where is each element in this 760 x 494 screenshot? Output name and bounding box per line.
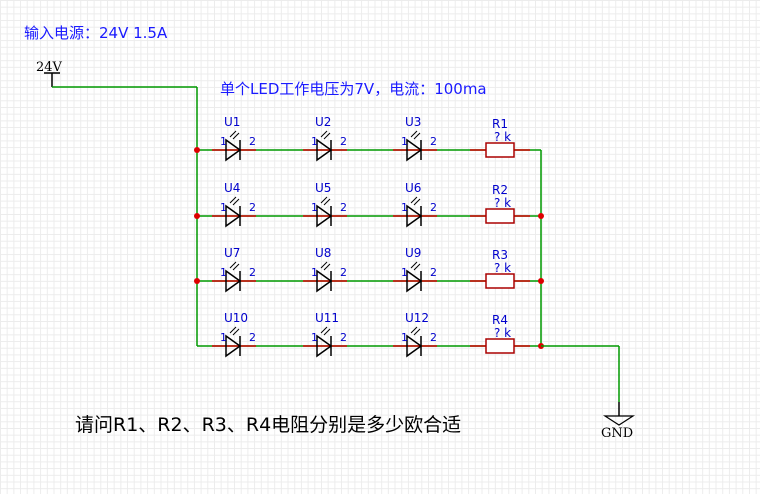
pin-label: 2 (340, 266, 347, 279)
led-icon (406, 204, 423, 228)
ground-icon (602, 415, 636, 426)
led-icon (316, 204, 333, 228)
led-icon (316, 138, 333, 162)
led-designator: U2 (315, 115, 331, 129)
pin-label: 1 (220, 135, 227, 148)
pin-label: 1 (220, 201, 227, 214)
resistor-value: ? k (494, 196, 511, 210)
light-arrow-icon (413, 198, 421, 206)
light-arrow-icon (413, 328, 421, 336)
light-arrow-icon (232, 198, 240, 206)
led-designator: U8 (315, 246, 331, 260)
ground-label: GND (601, 426, 633, 441)
light-arrow-icon (232, 328, 240, 336)
led-icon (225, 269, 242, 293)
light-arrow-icon (410, 261, 418, 269)
resistor-value: ? k (494, 130, 511, 144)
resistor-designator: R2 (492, 183, 508, 197)
led-icon (406, 138, 423, 162)
led-icon (316, 269, 333, 293)
light-arrow-icon (229, 326, 237, 334)
resistor-icon (485, 142, 515, 158)
light-arrow-icon (229, 130, 237, 138)
led-icon (225, 138, 242, 162)
resistor-value: ? k (494, 261, 511, 275)
pin-label: 2 (340, 331, 347, 344)
pin-label: 2 (430, 201, 437, 214)
pin-label: 1 (401, 201, 408, 214)
led-designator: U9 (405, 246, 421, 260)
pin-label: 1 (220, 331, 227, 344)
pin-label: 1 (311, 331, 318, 344)
light-arrow-icon (323, 132, 331, 140)
light-arrow-icon (413, 263, 421, 271)
pin-label: 2 (249, 266, 256, 279)
light-arrow-icon (229, 261, 237, 269)
led-designator: U5 (315, 181, 331, 195)
resistor-designator: R4 (492, 313, 508, 327)
led-designator: U12 (405, 311, 429, 325)
led-designator: U11 (315, 311, 339, 325)
light-arrow-icon (320, 130, 328, 138)
light-arrow-icon (323, 263, 331, 271)
resistor-icon (485, 338, 515, 354)
pin-label: 1 (401, 266, 408, 279)
pin-label: 2 (430, 331, 437, 344)
light-arrow-icon (410, 196, 418, 204)
pin-label: 1 (401, 135, 408, 148)
led-designator: U10 (224, 311, 248, 325)
light-arrow-icon (323, 328, 331, 336)
led-designator: U6 (405, 181, 421, 195)
junction-dot (194, 147, 200, 153)
light-arrow-icon (229, 196, 237, 204)
resistor-icon (485, 208, 515, 224)
light-arrow-icon (410, 130, 418, 138)
resistor-designator: R3 (492, 248, 508, 262)
resistor-icon (485, 273, 515, 289)
question-text: 请问R1、R2、R3、R4电阻分别是多少欧合适 (75, 414, 462, 436)
light-arrow-icon (232, 263, 240, 271)
power-input-note: 输入电源：24V 1.5A (24, 24, 168, 42)
pin-label: 1 (401, 331, 408, 344)
light-arrow-icon (320, 326, 328, 334)
led-icon (316, 334, 333, 358)
light-arrow-icon (232, 132, 240, 140)
pin-label: 1 (311, 266, 318, 279)
junction-dot (538, 213, 544, 219)
light-arrow-icon (320, 261, 328, 269)
led-designator: U3 (405, 115, 421, 129)
pin-label: 1 (220, 266, 227, 279)
pin-label: 1 (311, 201, 318, 214)
led-icon (225, 204, 242, 228)
led-icon (406, 334, 423, 358)
light-arrow-icon (323, 198, 331, 206)
junction-dot (194, 278, 200, 284)
pin-label: 2 (340, 201, 347, 214)
pin-label: 2 (340, 135, 347, 148)
led-designator: U4 (224, 181, 240, 195)
power-label: 24V (36, 60, 63, 75)
pin-label: 2 (249, 201, 256, 214)
led-icon (406, 269, 423, 293)
pin-label: 2 (430, 266, 437, 279)
resistor-designator: R1 (492, 117, 508, 131)
light-arrow-icon (413, 132, 421, 140)
pin-label: 2 (249, 331, 256, 344)
led-icon (225, 334, 242, 358)
pin-label: 2 (430, 135, 437, 148)
led-designator: U1 (224, 115, 240, 129)
light-arrow-icon (410, 326, 418, 334)
resistor-value: ? k (494, 326, 511, 340)
light-arrow-icon (320, 196, 328, 204)
pin-label: 1 (311, 135, 318, 148)
led-spec-note: 单个LED工作电压为7V，电流：100ma (220, 80, 487, 98)
pin-label: 2 (249, 135, 256, 148)
junction-dot (194, 213, 200, 219)
led-designator: U7 (224, 246, 240, 260)
junction-dot (538, 278, 544, 284)
